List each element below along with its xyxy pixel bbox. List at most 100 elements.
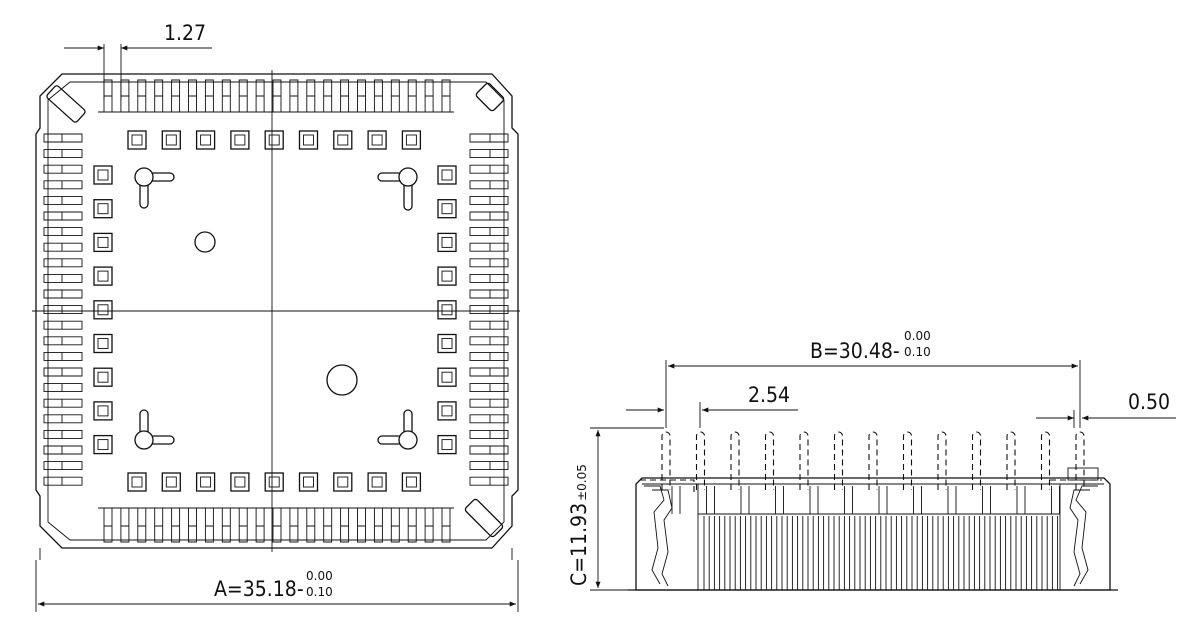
height-label-c: C=11.93±0.05 [567,464,591,586]
side-pin [1040,431,1051,490]
contact-pad-core [371,476,383,488]
span-dimension-b: B=30.48- 0.00 0.10 [665,329,1081,428]
side-pin-row [661,431,1085,490]
contact-pad [93,165,113,185]
contact-pad-core [234,134,246,146]
pin-lead [390,507,400,543]
contact-pad-core [200,134,212,146]
pin-lead [43,149,83,159]
contact-pad-core [97,203,109,215]
contact-pad-core [441,405,453,417]
width-tol-lower: 0.10 [306,585,333,599]
pin-lead [43,305,83,315]
pin-lead [238,79,248,113]
side-pin [937,431,947,490]
pitch-dimension-top: 1.27 [64,21,212,100]
top-pin-row [98,79,454,509]
contact-pad-core [200,476,212,488]
pin-lead [43,367,83,377]
width-dimension-a: A=35.18- 0.00 0.10 [35,560,519,612]
pin-lead [43,445,83,455]
pin-lead [43,383,83,393]
pin-lead [323,79,333,113]
pin-lead [424,79,434,113]
pin-lead [43,429,83,439]
pin-lead [188,79,197,113]
contact-pad [437,232,457,253]
contact-pad-core [441,371,453,383]
pin-lead [469,476,509,486]
pin-lead [441,79,451,113]
socket-bottom-lip [39,548,513,560]
pin-lead [289,79,299,113]
contact-pad [195,472,216,492]
pitch-label-side: 2.54 [748,383,790,407]
inner-contact-pads [93,130,457,492]
pin-lead [43,164,83,174]
mounting-post-bottom-right [377,409,418,450]
pin-lead [137,79,147,113]
pin-lead [469,398,509,408]
pin-lead [188,507,197,543]
width-tol-upper: 0.00 [306,569,333,583]
contact-pad-core [441,304,453,316]
pin-slot [671,486,681,514]
pin-lead [43,180,83,190]
corner-key-bottom-right [464,498,504,538]
contact-pad [298,130,319,150]
pin-lead [469,320,509,330]
pin-lead [43,227,83,237]
pin-lead [103,507,113,543]
pin-lead [255,507,265,543]
pin-label: 0.50 [1128,390,1170,414]
pin-dimension: 0.50 [1036,390,1176,428]
mounting-post-top-right [377,167,418,211]
pin-slot [809,486,819,514]
contact-pad-core [441,270,453,282]
contact-pad [437,367,457,387]
pin-lead [43,133,83,143]
contact-pad-core [165,476,177,488]
side-left-dashed [640,479,695,496]
pin-lead [289,507,299,543]
pin-lead [469,133,509,143]
pin-lead [469,351,509,361]
contact-pad [333,472,353,492]
contact-pad [161,472,181,492]
pin-lead [204,507,214,543]
contact-pad-core [268,134,280,146]
contact-pad-core [337,134,349,146]
contact-pad [437,199,457,219]
contact-pad [127,472,147,492]
contact-pad-core [441,439,453,451]
pin-lead [469,305,509,315]
side-pin [868,431,878,490]
contact-pad-core [97,439,109,451]
top-view: 1.27 A=35.18- 0.00 0.10 [32,21,520,612]
pin-lead [390,79,400,113]
side-pin [971,431,982,490]
contact-pad [437,300,457,320]
contact-pad [437,165,457,185]
contact-pad-core [371,134,383,146]
contact-pad-core [268,476,280,488]
pin-lead [357,507,366,543]
side-pin [730,431,740,490]
mounting-post-top-left [134,167,175,209]
side-left-contact [644,485,673,587]
pin-lead [221,507,231,543]
side-pin [902,431,913,490]
pin-lead [469,461,509,471]
contact-pad [401,130,422,150]
pin-lead [171,79,181,113]
pin-slot [844,486,853,514]
pitch-dimension-side: 2.54 [626,383,798,428]
corner-key-top-right [475,82,505,112]
pin-lead [154,507,164,543]
pin-lead [469,211,509,221]
pin-lead [120,79,130,113]
contact-pad-core [131,476,143,488]
contact-pad [93,401,113,421]
contact-pad-core [234,476,246,488]
